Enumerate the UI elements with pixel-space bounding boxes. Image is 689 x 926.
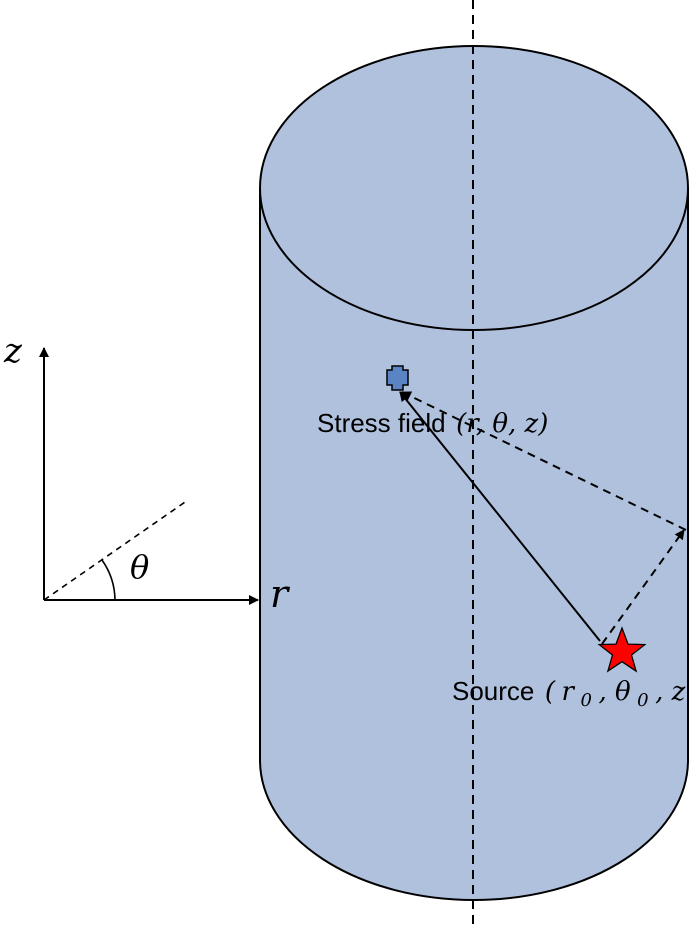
theta-label: θ (130, 548, 149, 586)
source-z0: z (671, 677, 686, 707)
source-paren-open: ( (545, 677, 556, 707)
stress-field-text: Stress field (317, 408, 446, 438)
reflected-ray-to-receiver (401, 391, 687, 531)
reflected-ray-to-wall (601, 529, 685, 645)
theta-reference-line (43, 499, 189, 601)
stress-field-label: Stress field (r, θ, z) (317, 408, 548, 439)
source-sep-1: , (598, 677, 615, 707)
source-r0: r (562, 677, 576, 707)
r-axis-label: r (270, 572, 291, 616)
stress-field-coords: (r, θ, z) (456, 409, 548, 439)
source-text: Source (452, 676, 534, 706)
z-axis-label: z (3, 331, 23, 371)
star-icon (597, 626, 647, 673)
receiver-marker-icon (386, 365, 409, 391)
direct-ray (399, 391, 601, 642)
theta-angle-arc (101, 559, 116, 601)
source-sep-2: , (655, 677, 672, 707)
source-r0-subscript: 0 (580, 690, 591, 711)
source-label: Source ( r 0 , θ 0 , z 0 ) (452, 676, 689, 712)
source-theta0-subscript: 0 (637, 690, 648, 711)
source-theta0: θ (615, 677, 631, 707)
